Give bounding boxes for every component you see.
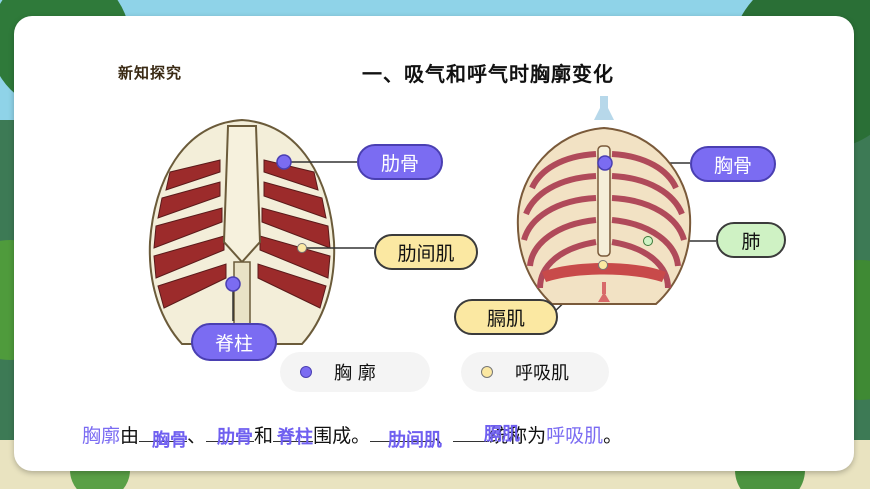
blank-4[interactable] [370,423,435,442]
answer-sternum: 胸骨 [152,430,188,451]
sentence-text: 统称为 [489,425,547,447]
fill-in-sentence: 胸廓由 、 和 围成。 、 统称为呼吸肌。 [82,421,622,448]
sentence-text: 、 [434,425,454,447]
sentence-text: 由 [120,425,140,447]
legend-dot-purple [300,366,312,378]
sentence-thorax: 胸廓 [82,425,121,447]
legend-label-respiratory-muscle: 呼吸肌 [515,363,569,384]
sentence-text: 。 [603,425,623,447]
label-sternum: 胸骨 [690,146,776,182]
sentence-text: 、 [187,425,207,447]
sentence-respiratory-muscle: 呼吸肌 [546,425,604,447]
sentence-text: 和 [254,425,274,447]
legend-respiratory-muscle: 呼吸肌 [461,352,609,392]
label-intercostal-muscle: 肋间肌 [374,234,478,270]
answer-intercostal-muscle: 肋间肌 [388,430,442,451]
label-lung: 肺 [716,222,786,258]
legend-label-thorax: 胸 廓 [334,363,376,384]
legend-dot-yellow [481,366,493,378]
label-spine: 脊柱 [191,323,277,361]
legend-thorax: 胸 廓 [280,352,430,392]
answer-spine: 脊柱 [277,427,313,448]
label-diaphragm: 膈肌 [454,299,558,335]
sentence-text: 围成。 [313,425,371,447]
answer-diaphragm: 膈肌 [484,424,520,445]
label-rib: 肋骨 [357,144,443,180]
answer-rib: 肋骨 [217,427,253,448]
blank-2[interactable] [206,423,255,442]
blank-1[interactable] [139,423,188,442]
rib-cage-front-illustration [148,118,336,345]
page-title: 一、吸气和呼气时胸廓变化 [362,62,614,86]
right-markers [597,155,653,270]
content-card: 新知探究 一、吸气和呼气时胸廓变化 [14,16,854,471]
rib-cage-breathing-illustration [516,96,692,305]
blank-5[interactable] [453,423,490,442]
section-label: 新知探究 [118,64,183,82]
blank-3[interactable] [273,423,314,442]
